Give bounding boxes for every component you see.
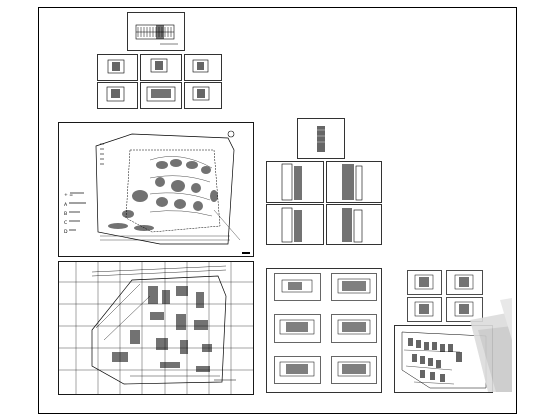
thumbnail-top-elevation xyxy=(127,12,185,51)
thumbnail-floor-plan-6 xyxy=(184,82,222,109)
legend-line-2: A xyxy=(64,202,68,208)
floor-plan-cell-4 xyxy=(331,314,377,343)
thumbnail-floor-plan-5 xyxy=(140,82,182,109)
floor-plan-cell-6 xyxy=(331,356,377,384)
floor-plan-cell-1 xyxy=(274,273,321,301)
outer-border xyxy=(38,7,517,414)
legend-line-5: D xyxy=(64,229,68,235)
detail-site-plan-sheet xyxy=(394,325,493,393)
floor-plans-sheet xyxy=(266,268,382,393)
thumbnail-group-top-left xyxy=(97,12,222,109)
legend-line-3: B xyxy=(64,211,67,217)
site-plan-legend: + = A B C D xyxy=(64,192,86,235)
elevation-thumbnail-1 xyxy=(266,161,324,203)
elevation-thumbnail-4 xyxy=(326,204,382,245)
legend-line-1: + = xyxy=(64,192,73,198)
thumbnail-unit-plan-1 xyxy=(407,270,442,295)
thumbnail-floor-plan-1 xyxy=(97,54,138,81)
floor-plan-cell-3 xyxy=(274,314,321,343)
site-plan-sheet: + = A B C D xyxy=(58,122,254,257)
master-plan-grid-sheet xyxy=(58,261,254,395)
thumbnail-unit-plan-4 xyxy=(446,297,483,322)
thumbnail-floor-plan-4 xyxy=(97,82,138,109)
watermark-shading xyxy=(470,298,512,392)
thumbnail-unit-plan-3 xyxy=(407,297,442,322)
elevation-thumbnail-2 xyxy=(326,161,382,203)
elevation-thumbnail-top xyxy=(297,118,345,159)
floor-plan-cell-5 xyxy=(274,356,321,384)
thumbnail-floor-plan-3 xyxy=(184,54,222,81)
floor-plan-cell-2 xyxy=(331,273,377,301)
elevation-thumbnail-3 xyxy=(266,204,324,245)
north-arrow-icon xyxy=(227,130,235,138)
legend-line-4: C xyxy=(64,220,67,226)
thumbnail-group-right xyxy=(407,270,483,322)
thumbnail-floor-plan-2 xyxy=(140,54,182,81)
thumbnail-unit-plan-2 xyxy=(446,270,483,295)
elevations-group xyxy=(266,118,382,245)
